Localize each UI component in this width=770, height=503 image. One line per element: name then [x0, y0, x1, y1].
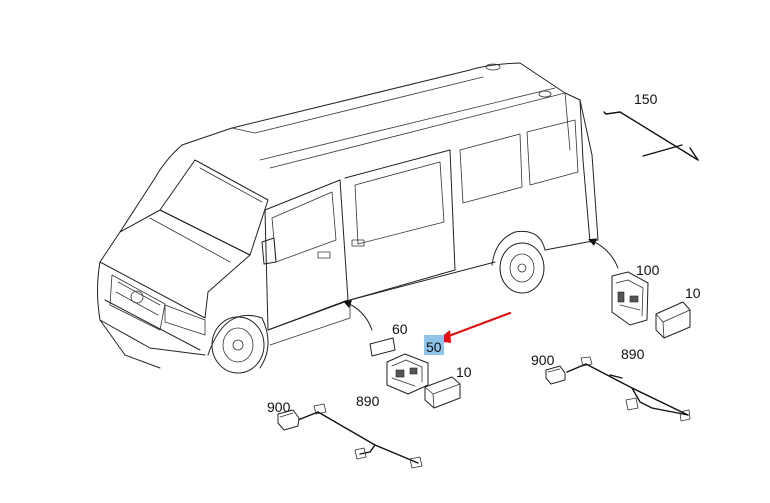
- bracket-module-100: [611, 271, 649, 326]
- harness-890-left: [297, 403, 423, 469]
- callout-10-center: 10: [456, 364, 472, 380]
- clip-900-left: [277, 409, 300, 431]
- callout-890-right: 890: [621, 346, 645, 362]
- highlight-pointer-arrow: [436, 311, 512, 343]
- van-outline: [97, 62, 599, 374]
- callout-50-highlight: 50: [424, 335, 444, 355]
- callout-150: 150: [634, 91, 658, 107]
- harness-150: [603, 111, 699, 161]
- curved-arrow-right: [588, 238, 619, 269]
- callout-890-left: 890: [356, 393, 380, 409]
- clip-900-right: [545, 365, 566, 385]
- harness-890-right: [566, 356, 691, 422]
- bracket-module-50: [386, 353, 429, 395]
- curved-arrow-left: [343, 300, 373, 331]
- callout-100: 100: [636, 262, 660, 278]
- callout-50: 50: [426, 339, 442, 355]
- module-box-10-right: [655, 301, 691, 339]
- callout-10-right: 10: [685, 285, 701, 301]
- callout-900-left: 900: [267, 399, 291, 415]
- module-box-10-center: [424, 376, 461, 409]
- label-plate-60: [369, 337, 396, 357]
- callout-50-highlight-box: [424, 335, 444, 355]
- callout-900-right: 900: [531, 352, 555, 368]
- callout-60: 60: [392, 321, 408, 337]
